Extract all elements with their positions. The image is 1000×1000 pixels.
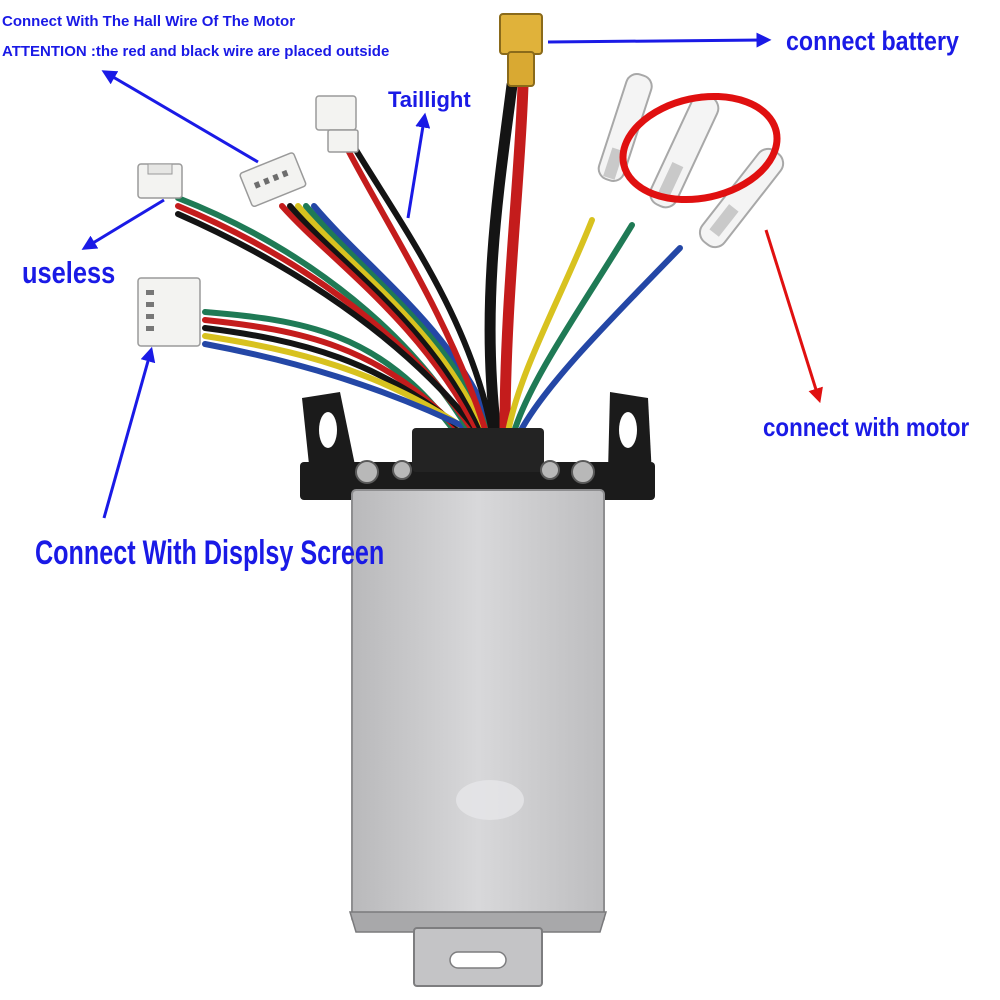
display-screen-label: Connect With Displsy Screen (35, 534, 385, 572)
hall-connector (239, 152, 307, 208)
bracket-screws (355, 460, 595, 484)
display-wire-blue (202, 341, 478, 435)
motor-arrow (764, 229, 823, 404)
motor-terminal-yellow (597, 73, 653, 182)
taillight-connector (315, 95, 359, 153)
useless-arrow (81, 198, 165, 250)
battery-wire-black (484, 79, 518, 438)
motor-phase-terminals (597, 73, 785, 249)
display-connector (137, 277, 201, 347)
useless-wire-black (175, 211, 481, 435)
hall-arrow (101, 70, 259, 164)
attention-note: ATTENTION :the red and black wire are pl… (2, 43, 390, 60)
motor-wire-green (511, 222, 635, 435)
motor-label: connect with motor (763, 412, 970, 442)
taillight-arrow (406, 112, 431, 219)
hall-wire-label: Connect With The Hall Wire Of The Motor (2, 13, 296, 30)
taillight-wire-black (353, 147, 495, 435)
useless-connector (137, 163, 183, 199)
battery-wire-red (499, 79, 529, 438)
useless-label: useless (22, 255, 116, 290)
battery-label: connect battery (786, 26, 959, 56)
battery-arrow (547, 32, 772, 48)
hall-wire-yellow (295, 203, 489, 435)
hall-wire-black (287, 203, 485, 435)
controller-housing (348, 489, 608, 933)
motor-wire-yellow (505, 217, 595, 435)
wire-bundle (175, 79, 683, 438)
battery-connector (499, 13, 543, 87)
taillight-label: Taillight (388, 87, 471, 112)
motor-wire-blue (517, 245, 683, 435)
motor-terminal-highlight-ring (619, 92, 781, 204)
display-wire-yellow (202, 333, 473, 435)
display-arrow (102, 346, 156, 519)
bottom-mounting-tab (413, 927, 543, 987)
hall-wire-red (279, 203, 481, 435)
annotation-arrows (81, 32, 823, 519)
hall-wire-blue (311, 203, 497, 435)
taillight-wire-red (345, 147, 489, 435)
